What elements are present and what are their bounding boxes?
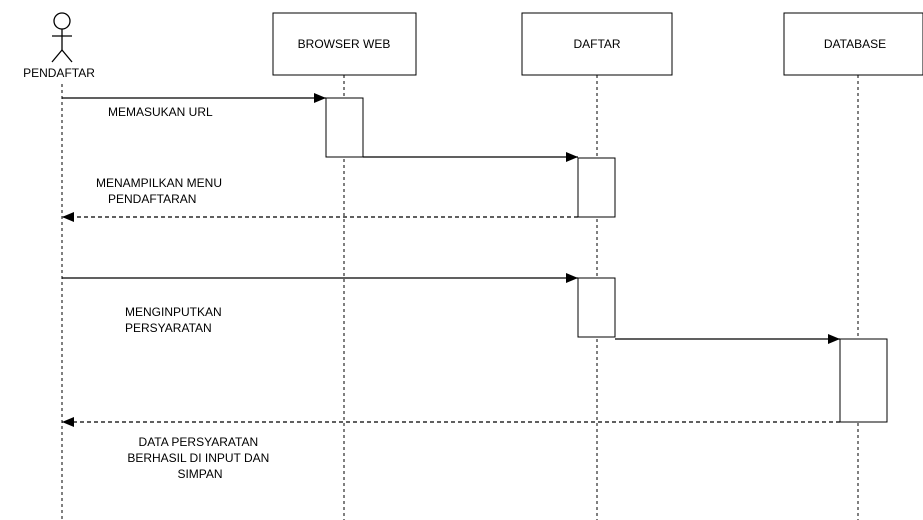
message-label-4: MENGINPUTKAN PERSYARATAN	[125, 305, 225, 335]
participant-database: DATABASE	[783, 12, 923, 76]
participant-label: DATABASE	[824, 37, 886, 51]
actor-label: PENDAFTAR	[23, 66, 95, 80]
activation-database	[839, 338, 888, 423]
participant-label: DAFTAR	[573, 37, 620, 51]
message-label-6: DATA PERSYARATAN BERHASIL DI INPUT DAN S…	[127, 435, 272, 481]
actor-pendaftar: PENDAFTAR	[23, 12, 95, 80]
actor-icon	[51, 12, 73, 63]
participant-browser-web: BROWSER WEB	[272, 12, 417, 76]
activation-browser-web	[325, 97, 364, 158]
participant-daftar: DAFTAR	[521, 12, 673, 76]
message-label-3: MENAMPILKAN MENU PENDAFTARAN	[96, 176, 225, 206]
activation-daftar-2	[577, 277, 616, 338]
participant-label: BROWSER WEB	[298, 37, 391, 51]
message-label-1: MEMASUKAN URL	[108, 105, 213, 119]
activation-daftar-1	[577, 157, 616, 218]
